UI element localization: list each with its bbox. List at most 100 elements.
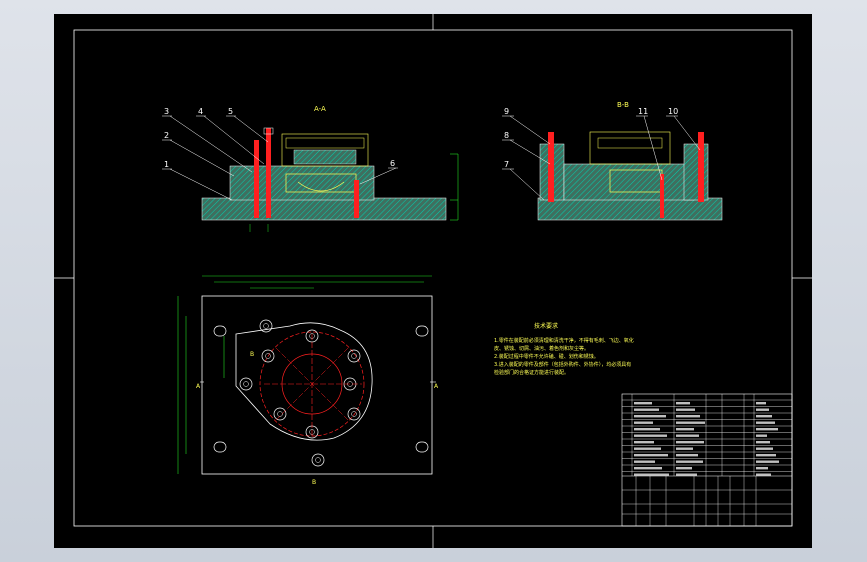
bolt-left bbox=[254, 140, 259, 218]
bolt-hole-inner bbox=[315, 457, 321, 463]
parts-text-mark bbox=[676, 441, 704, 444]
parts-text-mark bbox=[634, 460, 655, 463]
bolt-hole bbox=[239, 377, 253, 391]
parts-text-mark bbox=[756, 441, 770, 444]
leader-1 bbox=[169, 168, 233, 201]
parts-text-mark bbox=[756, 402, 766, 405]
parts-text-mark bbox=[676, 428, 694, 431]
parts-text-mark bbox=[634, 421, 653, 424]
parts-text-mark bbox=[676, 408, 695, 411]
bolt-hole bbox=[259, 319, 273, 333]
parts-text-mark bbox=[634, 428, 660, 431]
parts-text-mark bbox=[676, 473, 697, 476]
section-title-b: B-B bbox=[617, 101, 629, 109]
parts-text-mark bbox=[634, 415, 666, 418]
bolt-hole bbox=[347, 349, 361, 363]
notes-line-5: 检验部门的合格证方能进行装配。 bbox=[494, 369, 569, 376]
leader-11 bbox=[643, 115, 663, 181]
notes-line-3: 2.装配过程中零件不允许磕、碰、划伤和锈蚀。 bbox=[494, 353, 599, 360]
plan-label-a2: A bbox=[434, 383, 439, 390]
leader-6 bbox=[359, 167, 397, 185]
balloon-2: 2 bbox=[164, 131, 169, 140]
base-plate-b bbox=[537, 197, 723, 221]
parts-text-mark bbox=[676, 454, 698, 457]
bolt-hole-inner bbox=[263, 323, 269, 329]
balloon-7: 7 bbox=[504, 160, 509, 169]
bolt-hole bbox=[261, 349, 275, 363]
parts-text-mark bbox=[756, 454, 776, 457]
support-right-b bbox=[683, 143, 709, 201]
parts-text-mark bbox=[634, 408, 659, 411]
balloon-1: 1 bbox=[164, 160, 169, 169]
balloon-4: 4 bbox=[198, 107, 203, 116]
parts-text-mark bbox=[756, 408, 769, 411]
mount-slot bbox=[213, 441, 227, 453]
plan-label-b: B bbox=[250, 351, 254, 358]
plan-label-b2: B bbox=[312, 479, 316, 486]
balloon-3: 3 bbox=[164, 107, 169, 116]
leader-2 bbox=[169, 139, 235, 177]
parts-text-mark bbox=[756, 473, 771, 476]
section-view-b bbox=[537, 131, 723, 221]
leader-10 bbox=[673, 115, 701, 151]
notes-title: 技术要求 bbox=[534, 322, 558, 330]
parts-text-mark bbox=[756, 434, 767, 437]
parts-text-mark bbox=[756, 447, 773, 450]
parts-text-mark bbox=[676, 460, 703, 463]
leader-7 bbox=[509, 168, 545, 201]
bolt-hole bbox=[273, 407, 287, 421]
parts-text-mark bbox=[756, 428, 778, 431]
parts-text-mark bbox=[634, 447, 661, 450]
base-plate bbox=[201, 197, 447, 221]
workpiece-arc bbox=[297, 181, 345, 192]
balloon-6: 6 bbox=[390, 159, 395, 168]
bolt-hole-inner bbox=[351, 411, 357, 417]
plan-view bbox=[201, 295, 433, 475]
title-block-frame bbox=[621, 393, 793, 527]
leader-5 bbox=[233, 115, 269, 143]
clamp-plate bbox=[293, 149, 357, 165]
title-block bbox=[621, 393, 793, 527]
section-title-a: A-A bbox=[314, 105, 326, 113]
parts-text-mark bbox=[676, 402, 690, 405]
bolt-head bbox=[263, 127, 274, 135]
pin-b bbox=[660, 174, 664, 218]
parts-text-mark bbox=[756, 460, 779, 463]
bolt-b-right bbox=[698, 132, 704, 202]
bolt-hole-inner bbox=[351, 353, 357, 359]
notes-line-2: 皮、锈蚀、切屑、油污、着色剂和灰尘等。 bbox=[494, 345, 589, 352]
parts-text-mark bbox=[756, 421, 775, 424]
parts-text-mark bbox=[756, 467, 768, 470]
balloon-5: 5 bbox=[228, 107, 233, 116]
bolt-right bbox=[354, 180, 359, 218]
parts-text-mark bbox=[634, 473, 669, 476]
center-diag-2 bbox=[275, 347, 349, 421]
bolt-hole bbox=[347, 407, 361, 421]
body-b bbox=[563, 163, 695, 201]
parts-text-mark bbox=[676, 421, 705, 424]
balloon-10: 10 bbox=[668, 107, 678, 116]
cover-b bbox=[589, 131, 671, 165]
balloon-9: 9 bbox=[504, 107, 509, 116]
bolt-hole-inner bbox=[277, 411, 283, 417]
fixture-plate-outline bbox=[235, 322, 373, 441]
outer-frame bbox=[73, 29, 793, 527]
section-view-a bbox=[201, 127, 447, 221]
clamp-cover bbox=[281, 133, 369, 167]
parts-text-mark bbox=[676, 447, 693, 450]
parts-text-mark bbox=[634, 467, 662, 470]
plan-label-a: A bbox=[196, 383, 201, 390]
mount-slot bbox=[415, 441, 429, 453]
bolt-hole-inner bbox=[243, 381, 249, 387]
leader-3 bbox=[169, 115, 253, 173]
parts-text-mark bbox=[676, 467, 692, 470]
leader-4 bbox=[203, 115, 265, 165]
leader-8 bbox=[509, 139, 551, 165]
bolt-hole-inner bbox=[265, 353, 271, 359]
bolt-hole bbox=[311, 453, 325, 467]
bolt-left-2 bbox=[266, 128, 271, 218]
bolt-b-left bbox=[548, 132, 554, 202]
